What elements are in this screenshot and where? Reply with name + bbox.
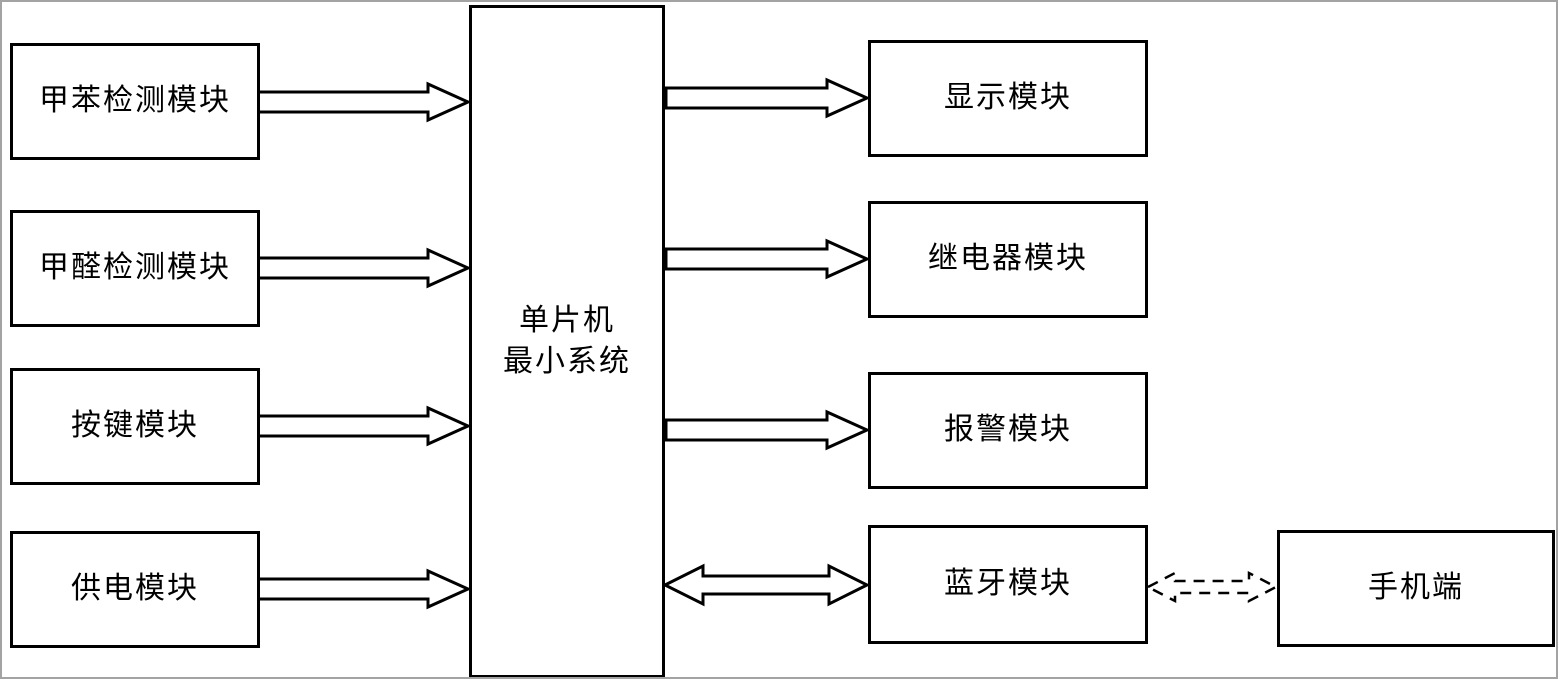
node-mcu-minimum-system: 单片机 最小系统 — [469, 5, 665, 677]
arrow-mcu-to-alarm — [664, 409, 871, 451]
node-label: 报警模块 — [944, 413, 1072, 447]
node-label: 甲苯检测模块 — [39, 84, 231, 118]
node-key-button-module: 按键模块 — [10, 368, 260, 485]
node-label: 手机端 — [1368, 571, 1464, 605]
node-label-line1: 单片机 — [519, 304, 615, 337]
node-label-line2: 最小系统 — [503, 344, 631, 378]
node-label: 显示模块 — [944, 81, 1072, 115]
arrow-mcu-bluetooth-bidirectional — [661, 563, 871, 607]
node-alarm-module: 报警模块 — [868, 372, 1148, 489]
node-bluetooth-module: 蓝牙模块 — [868, 525, 1148, 644]
arrow-keys-to-mcu — [259, 405, 472, 447]
arrow-power-to-mcu — [259, 568, 472, 610]
node-display-module: 显示模块 — [868, 40, 1148, 157]
node-label: 供电模块 — [71, 572, 199, 606]
arrow-formaldehyde-to-mcu — [259, 247, 472, 289]
node-mobile-phone-client: 手机端 — [1277, 530, 1555, 647]
node-formaldehyde-detection-module: 甲醛检测模块 — [10, 210, 260, 327]
arrow-mcu-to-display — [664, 77, 871, 119]
node-label: 按键模块 — [71, 409, 199, 443]
node-relay-module: 继电器模块 — [868, 201, 1148, 318]
arrow-toluene-to-mcu — [259, 81, 472, 123]
arrow-bluetooth-phone-dashed-bidirectional — [1145, 570, 1279, 604]
node-label: 蓝牙模块 — [944, 567, 1072, 601]
node-label: 甲醛检测模块 — [39, 251, 231, 285]
node-toluene-detection-module: 甲苯检测模块 — [10, 43, 260, 160]
arrow-mcu-to-relay — [664, 238, 871, 280]
node-power-supply-module: 供电模块 — [10, 531, 260, 648]
node-label: 继电器模块 — [928, 242, 1088, 276]
